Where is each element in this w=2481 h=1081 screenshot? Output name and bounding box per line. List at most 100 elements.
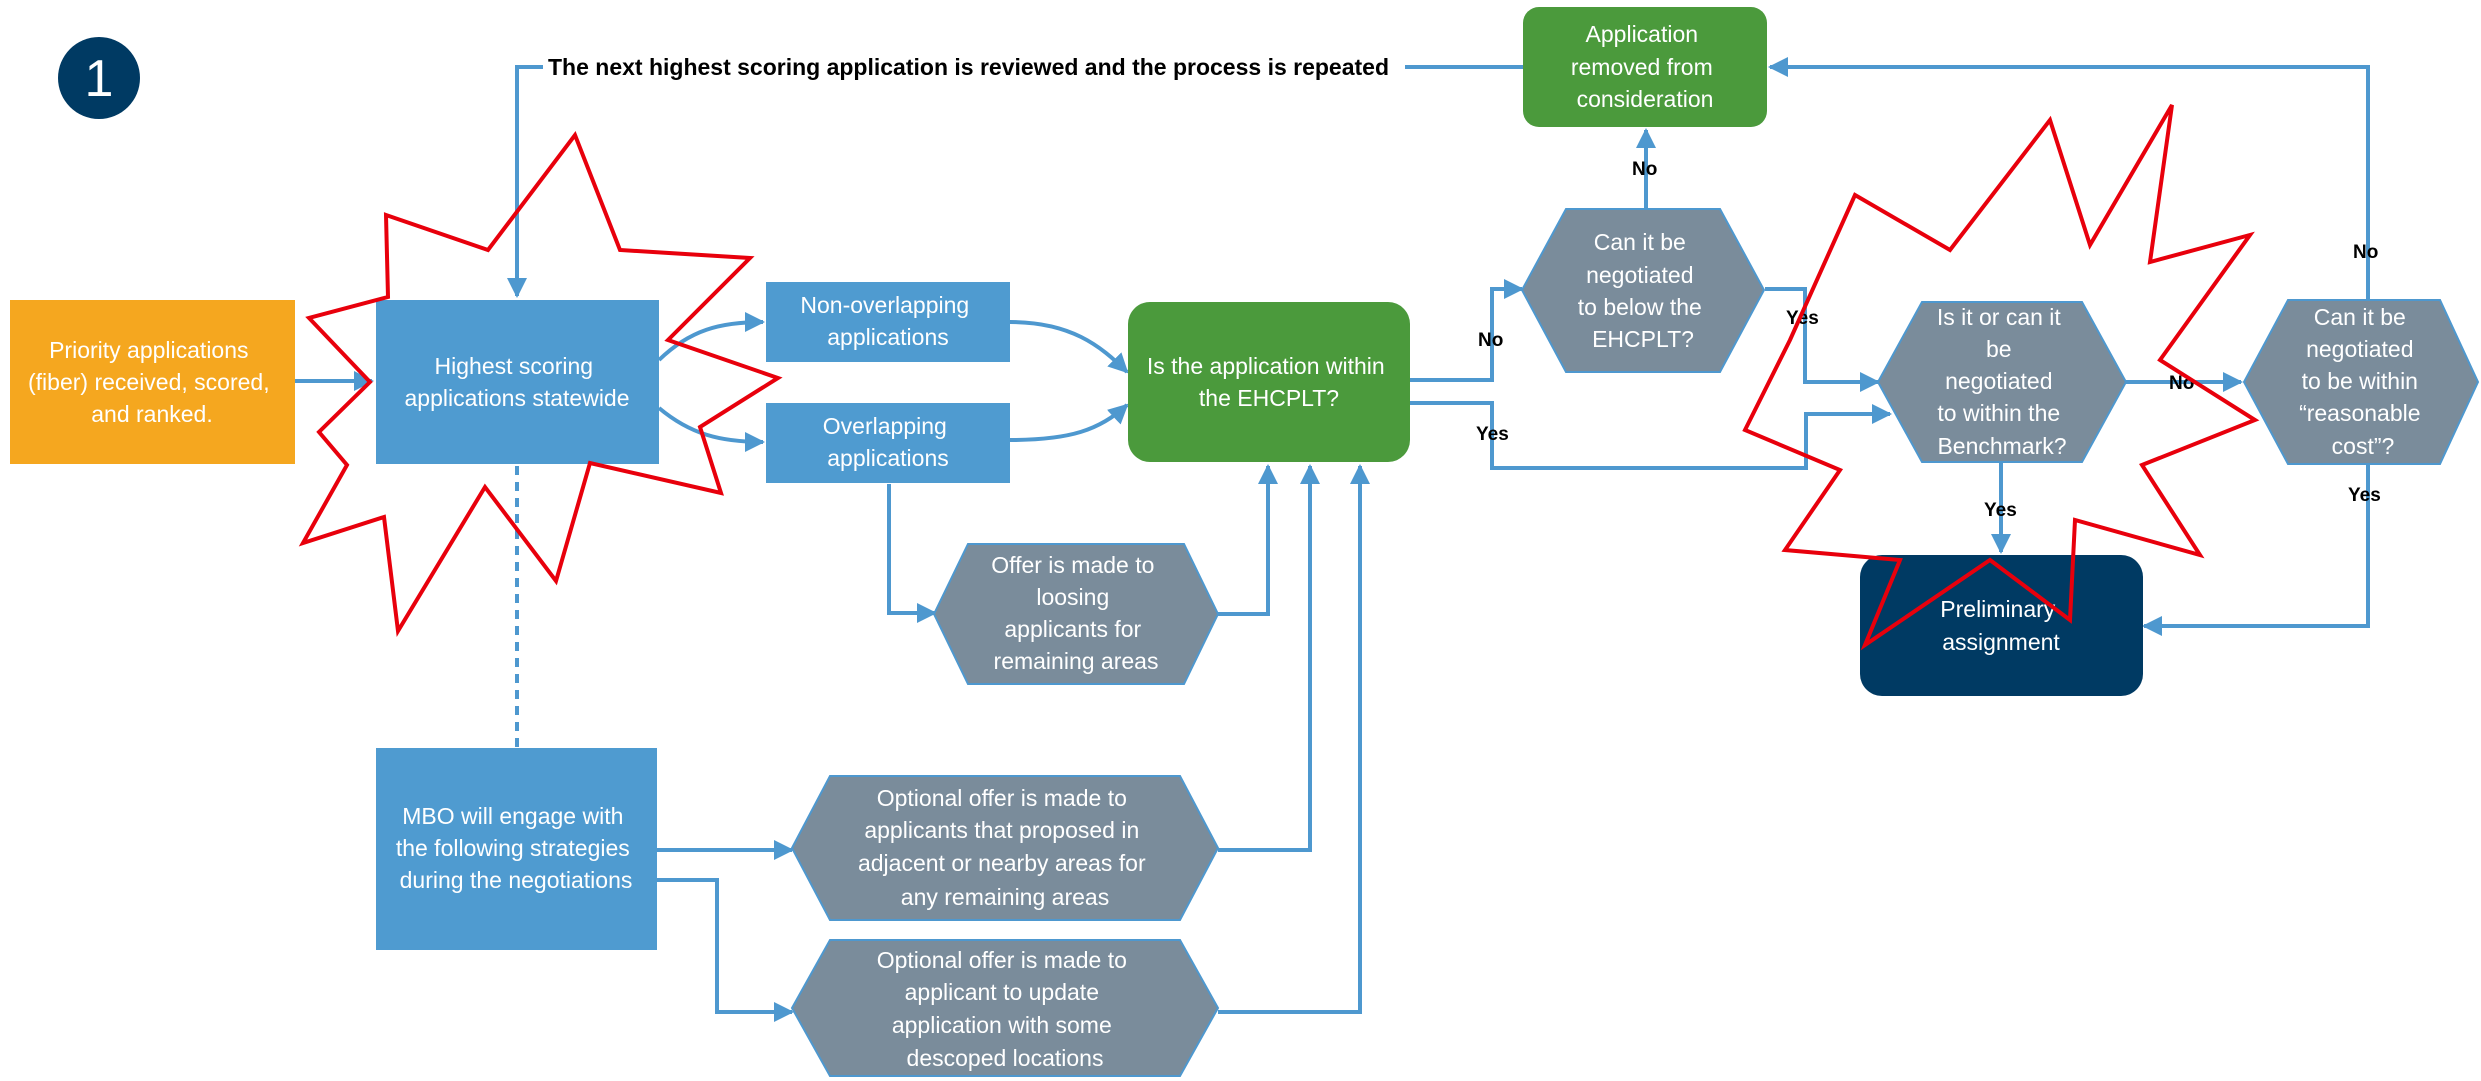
svg-text:MBO will engage with the: MBO will engage with the following strat…	[396, 803, 636, 893]
removed-line-2: removed from	[1571, 54, 1713, 80]
mbo-line-1: MBO will engage with	[402, 803, 623, 829]
overlapping-line-2: applications	[827, 445, 948, 471]
highest-line-1: Highest scoring	[435, 353, 594, 379]
node-removed: Application removed from consideration	[1523, 7, 1767, 127]
svg-text:Is the application within: Is the application within the EHCPLT?	[1147, 353, 1391, 411]
edge-descoped-to-ehcplt	[1218, 464, 1370, 1014]
edge-highest-to-overlapping	[657, 406, 765, 452]
descoped-line-1: Optional offer is made to	[877, 947, 1127, 973]
repeat-label: The next highest scoring application is …	[548, 54, 1389, 80]
reasonable-line-1: Can it be	[2314, 304, 2406, 330]
priority-line-1: Priority applications	[49, 337, 248, 363]
benchmark-line-3: negotiated	[1945, 368, 2052, 394]
node-non-overlapping: Non-overlapping applications	[766, 282, 1010, 362]
reasonable-line-2: negotiated	[2306, 336, 2413, 362]
offer-loosing-line-3: applicants for	[1004, 616, 1141, 642]
mbo-line-2: the following strategies	[396, 835, 630, 861]
ehcplt-yes-label: Yes	[1476, 424, 1509, 445]
benchmark-no-label: No	[2169, 373, 2194, 394]
adjacent-line-1: Optional offer is made to	[877, 785, 1127, 811]
removed-line-3: consideration	[1577, 86, 1714, 112]
node-optional-adjacent: Optional offer is made to applicants tha…	[790, 775, 1220, 921]
node-mbo-engage: MBO will engage with the following strat…	[376, 748, 657, 950]
non-overlapping-line-2: applications	[827, 324, 948, 350]
benchmark-line-2: be	[1986, 336, 2012, 362]
offer-loosing-line-1: Offer is made to	[991, 552, 1154, 578]
starburst-right	[1742, 103, 2260, 651]
svg-text:Preliminary assignment: Preliminary assignment	[1940, 596, 2061, 655]
node-priority-applications: Priority applications (fiber) received, …	[10, 300, 295, 464]
below-line-2: negotiated	[1586, 262, 1693, 288]
edge-reasonable-to-removed	[1768, 57, 2370, 300]
svg-text:Offer is made to loosing: Offer is made to loosing applicants for …	[991, 552, 1161, 674]
offer-loosing-line-4: remaining areas	[994, 648, 1159, 674]
node-highest-scoring: Highest scoring applications statewide	[376, 300, 659, 464]
node-within-benchmark: Is it or can it be negotiated to within …	[1876, 301, 2128, 463]
removed-line-1: Application	[1586, 21, 1699, 47]
svg-text:Highest scoring applicat: Highest scoring applications statewide	[404, 353, 629, 411]
non-overlapping-line-1: Non-overlapping	[800, 292, 969, 318]
offer-loosing-line-2: loosing	[1036, 584, 1109, 610]
overlapping-line-1: Overlapping	[823, 413, 947, 439]
ehcplt-line-2: the EHCPLT?	[1199, 385, 1339, 411]
descoped-line-3: application with some	[892, 1012, 1112, 1038]
edge-overlapping-to-ehcplt	[1009, 403, 1129, 442]
benchmark-line-5: Benchmark?	[1937, 433, 2066, 459]
reasonable-line-5: cost”?	[2332, 433, 2395, 459]
node-offer-loosing: Offer is made to loosing applicants for …	[932, 543, 1220, 685]
below-line-1: Can it be	[1594, 229, 1686, 255]
starburst-left	[298, 130, 783, 637]
benchmark-line-4: to within the	[1937, 400, 2060, 426]
node-negotiated-below: Can it be negotiated to below the EHCPLT…	[1520, 208, 1766, 373]
below-line-4: EHCPLT?	[1592, 326, 1694, 352]
svg-text:Is it or can it be: Is it or can it be negotiated to within …	[1937, 304, 2067, 459]
reasonable-yes-label: Yes	[2348, 485, 2381, 506]
edge-highest-to-nonoverlapping	[657, 312, 765, 362]
benchmark-line-1: Is it or can it	[1937, 304, 2062, 330]
preliminary-line-1: Preliminary	[1940, 596, 2056, 622]
preliminary-line-2: assignment	[1942, 629, 2060, 655]
edge-overlapping-to-offer	[887, 484, 937, 623]
adjacent-line-3: adjacent or nearby areas for	[858, 850, 1146, 876]
svg-text:Application removed from: Application removed from consideration	[1571, 21, 1719, 112]
edge-nonoverlapping-to-ehcplt	[1009, 320, 1129, 374]
reasonable-line-3: to be within	[2302, 368, 2418, 394]
connectors	[295, 57, 2370, 1022]
svg-text:Non-overlapping applicat: Non-overlapping applications	[800, 292, 975, 350]
svg-text:Optional offer is made to: Optional offer is made to applicants tha…	[858, 785, 1152, 910]
adjacent-line-2: applicants that proposed in	[864, 817, 1139, 843]
svg-text:Overlapping applications: Overlapping applications	[823, 413, 953, 471]
edge-adjacent-to-ehcplt	[1218, 464, 1320, 852]
edge-reasonable-to-preliminary	[2142, 464, 2370, 636]
node-reasonable-cost: Can it be negotiated to be within “reaso…	[2242, 299, 2480, 465]
node-preliminary: Preliminary assignment	[1860, 555, 2143, 696]
reasonable-no-label: No	[2353, 242, 2378, 263]
node-optional-descoped: Optional offer is made to applicant to u…	[790, 939, 1220, 1077]
reasonable-line-4: “reasonable	[2299, 400, 2420, 426]
svg-text:Priority applications (f: Priority applications (fiber) received, …	[28, 337, 276, 427]
svg-text:Can it be negotiated: Can it be negotiated to below the EHCPLT…	[1578, 229, 1708, 352]
node-overlapping: Overlapping applications	[766, 403, 1010, 483]
edge-offer-to-ehcplt	[1218, 464, 1278, 616]
descoped-line-4: descoped locations	[907, 1045, 1104, 1071]
node-within-ehcplt: Is the application within the EHCPLT?	[1128, 302, 1410, 462]
adjacent-line-4: any remaining areas	[901, 884, 1109, 910]
priority-line-2: (fiber) received, scored,	[28, 369, 270, 395]
mbo-line-3: during the negotiations	[400, 867, 633, 893]
ehcplt-line-1: Is the application within	[1147, 353, 1385, 379]
step-badge-label: 1	[85, 50, 114, 108]
highest-line-2: applications statewide	[404, 385, 629, 411]
edge-repeat-to-highest	[507, 65, 543, 298]
edge-mbo-to-descoped	[657, 878, 794, 1022]
priority-line-3: and ranked.	[91, 401, 212, 427]
edge-below-to-benchmark	[1765, 287, 1880, 392]
below-no-label: No	[1632, 159, 1657, 180]
edge-ehcplt-to-benchmark	[1410, 401, 1892, 470]
below-yes-label: Yes	[1786, 308, 1819, 329]
edge-ehcplt-to-below	[1410, 279, 1524, 382]
step-badge: 1	[58, 37, 140, 119]
descoped-line-2: applicant to update	[905, 979, 1099, 1005]
svg-text:Optional offer is made to: Optional offer is made to applicant to u…	[877, 947, 1134, 1071]
svg-text:Can it be negotiated: Can it be negotiated to be within “reaso…	[2299, 304, 2427, 459]
